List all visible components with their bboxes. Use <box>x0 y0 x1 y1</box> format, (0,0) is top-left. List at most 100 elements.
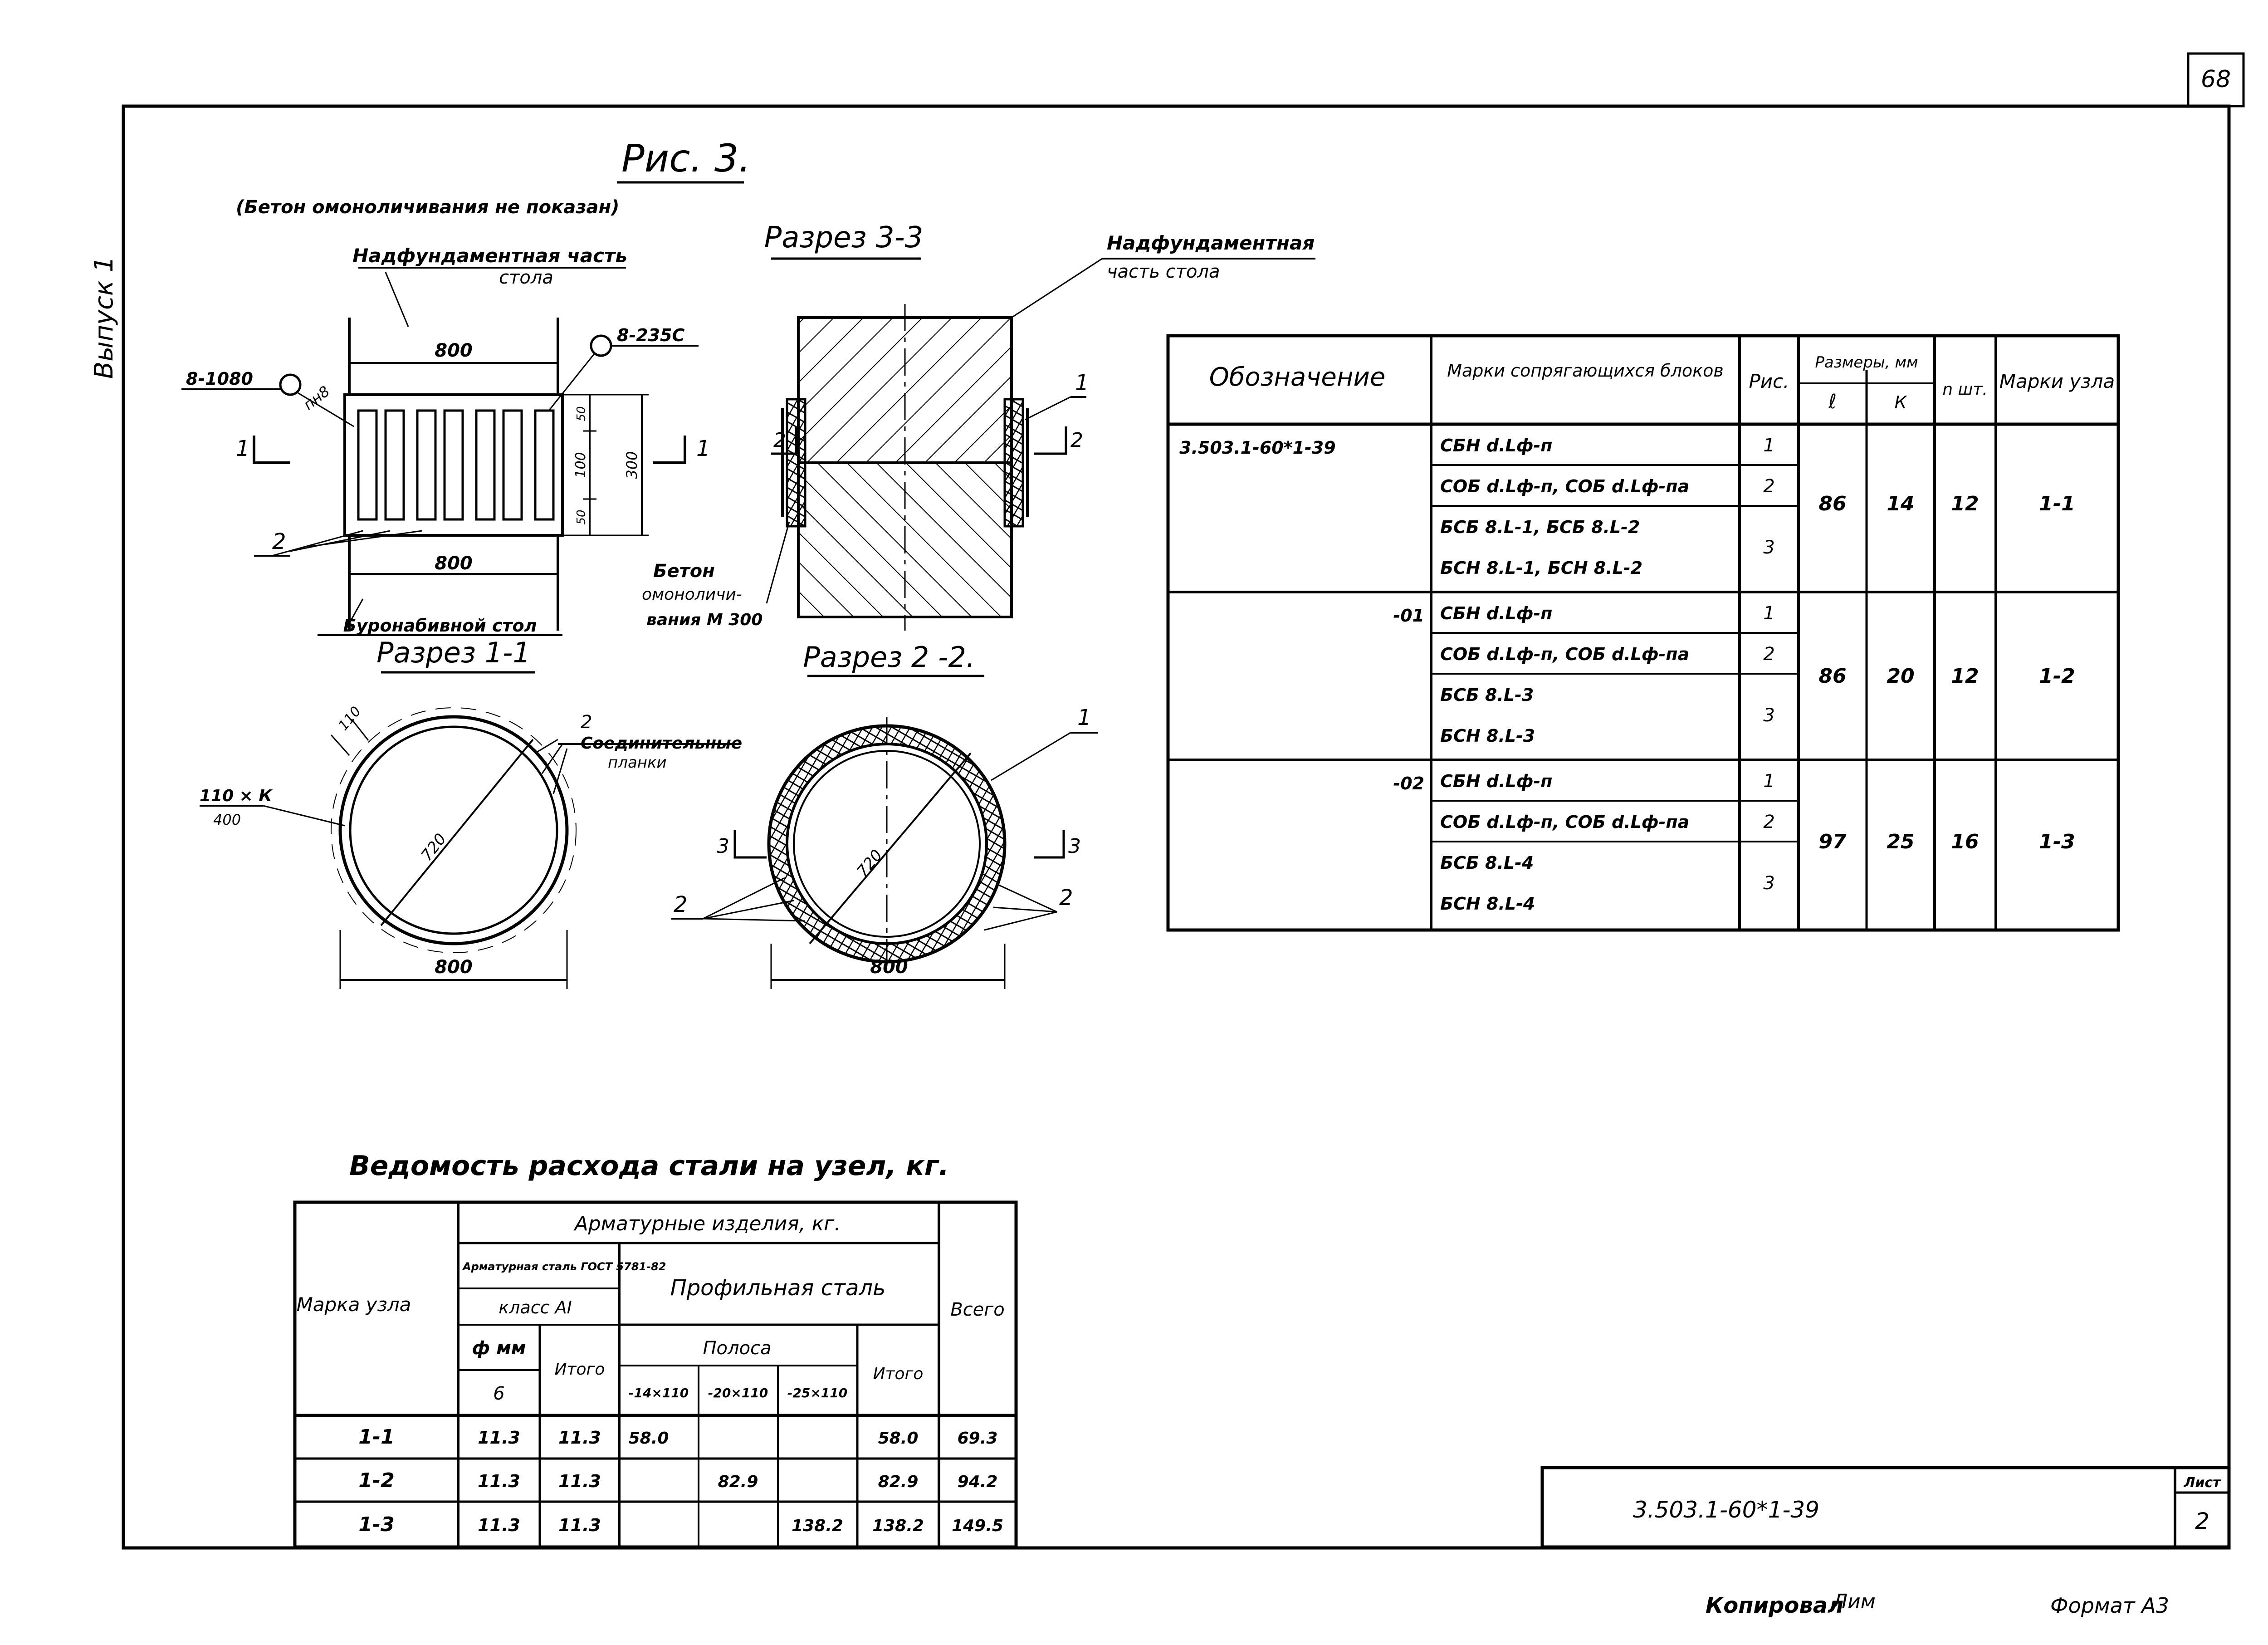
st-h-diam: ф мм <box>472 1338 526 1359</box>
section-11-outer-dim: 800 <box>435 957 473 978</box>
copied-by: Копировал <box>1706 1593 1843 1618</box>
st-r3-d6: 11.3 <box>478 1515 520 1535</box>
mt-g2-r2-fig: 2 <box>1763 644 1774 665</box>
mt-g1-node: 1-1 <box>2039 492 2075 515</box>
st-h-s2: -20×110 <box>708 1386 768 1400</box>
mt-g2-r3-mark: БСБ 8.L-3 <box>1440 685 1534 705</box>
mt-g1-r3-fig: 3 <box>1763 537 1774 558</box>
figure-title: Рис. 3. <box>621 136 751 181</box>
mt-h-fig: Рис. <box>1749 370 1789 392</box>
weld-right-label: 8-235С <box>617 325 685 345</box>
mt-g3-node: 1-3 <box>2039 830 2075 853</box>
mt-g3-r2-fig: 2 <box>1763 812 1774 832</box>
section-33-callout-top2: часть стола <box>1107 261 1220 282</box>
st-r1-t2: 58.0 <box>878 1429 919 1448</box>
mt-g1-r2-mark: СОБ d.Lф-п, СОБ d.Lф-па <box>1440 476 1689 496</box>
mt-g3-r2-mark: СОБ d.Lф-п, СОБ d.Lф-па <box>1440 812 1689 832</box>
mt-g2-designation: -01 <box>1393 606 1424 626</box>
dim-total: 300 <box>623 451 640 479</box>
st-r3-t1: 11.3 <box>558 1515 601 1535</box>
format-label: Формат А3 <box>2050 1593 2169 1618</box>
st-h-profile: Профильная сталь <box>670 1275 886 1301</box>
st-r1-node: 1-1 <box>358 1425 395 1449</box>
st-r1-d6: 11.3 <box>478 1428 520 1448</box>
mt-g1-designation: 3.503.1-60*1-39 <box>1179 438 1336 458</box>
mt-g3-r4-mark: БСН 8.L-4 <box>1440 894 1535 914</box>
st-h-class: класс АI <box>499 1297 572 1317</box>
section-11-title: Разрез 1-1 <box>376 636 531 669</box>
section-22-outer-dim: 800 <box>870 957 908 978</box>
mt-g3-n: 16 <box>1951 830 1979 853</box>
section-22-callout-2-left: 2 <box>674 892 688 917</box>
dim-mid: 100 <box>573 452 589 478</box>
mt-h-n: n шт. <box>1942 380 1988 399</box>
mt-h-designation: Обозначение <box>1209 362 1386 392</box>
st-h-s3: -25×110 <box>787 1386 848 1400</box>
section-33-concrete3: вания М 300 <box>646 611 763 629</box>
st-r1-t1: 11.3 <box>558 1428 601 1448</box>
st-h-total: Итого <box>555 1360 605 1379</box>
st-r1-all: 69.3 <box>958 1429 998 1448</box>
st-r3-t2: 138.2 <box>872 1517 924 1535</box>
page-number: 68 <box>2201 66 2231 93</box>
mt-g2-k: 20 <box>1887 665 1914 688</box>
elev-bottom-label: Буронабивной стол <box>343 616 537 636</box>
dim-top: 50 <box>575 406 588 421</box>
section-33-mark-left: 2 <box>773 429 786 452</box>
mt-h-l: ℓ <box>1828 390 1837 413</box>
elev-top-label: Надфундаментная часть <box>352 245 627 267</box>
st-h-all: Всего <box>950 1299 1005 1320</box>
section-22-title: Разрез 2 -2. <box>803 641 975 674</box>
mt-g1-l: 86 <box>1818 492 1846 515</box>
mt-h-node: Марки узла <box>1999 370 2115 392</box>
strip-label2: 400 <box>213 811 241 828</box>
st-r1-s1: 58.0 <box>629 1429 669 1448</box>
mt-g3-r3-mark: БСБ 8.L-4 <box>1440 853 1534 873</box>
elev-top-width: 800 <box>435 340 473 361</box>
title-block-sheet-label: Лист <box>2183 1475 2221 1491</box>
st-r2-s2: 82.9 <box>718 1473 758 1491</box>
section-22-mark-left: 3 <box>717 835 729 858</box>
section-22-callout-2-right: 2 <box>1059 885 1073 911</box>
steel-table-title: Ведомость расхода стали на узел, кг. <box>349 1150 949 1182</box>
strip-label: 110 × К <box>200 787 273 805</box>
section-22-view <box>671 717 1098 989</box>
mt-g3-k: 25 <box>1887 830 1914 853</box>
st-r2-t2: 82.9 <box>878 1473 919 1491</box>
mt-g1-r1-mark: СБН d.Lф-п <box>1440 436 1552 455</box>
mt-g1-r2-fig: 2 <box>1763 476 1774 497</box>
mt-h-marks: Марки сопрягающихся блоков <box>1447 361 1724 381</box>
st-h-strip: Полоса <box>703 1338 771 1359</box>
mt-g1-r3-mark: БСБ 8.L-1, БСБ 8.L-2 <box>1440 517 1640 537</box>
plank-label: 2 <box>581 712 592 733</box>
st-r2-d6: 11.3 <box>478 1471 520 1491</box>
elev-callout-2: 2 <box>272 529 286 554</box>
st-r3-node: 1-3 <box>358 1513 395 1536</box>
main-table <box>1166 334 2120 932</box>
mt-g1-r1-fig: 1 <box>1763 435 1774 456</box>
mt-g3-l: 97 <box>1818 830 1847 853</box>
mt-g2-r3-fig: 3 <box>1763 705 1774 726</box>
plank-label2: Соединительные <box>581 734 742 753</box>
mt-g2-r1-fig: 1 <box>1763 603 1774 624</box>
section-11-view <box>200 707 735 989</box>
section-22-callout-1: 1 <box>1077 705 1091 730</box>
st-r3-s3: 138.2 <box>792 1517 843 1535</box>
section-33-callout-1: 1 <box>1075 370 1089 396</box>
st-h-total2: Итого <box>873 1365 924 1383</box>
title-block-code: 3.503.1-60*1-39 <box>1633 1497 1819 1523</box>
st-r2-all: 94.2 <box>958 1473 998 1491</box>
section-33-mark-right: 2 <box>1070 429 1083 452</box>
mt-g1-r4-mark: БСН 8.L-1, БСН 8.L-2 <box>1440 558 1642 578</box>
mt-g1-k: 14 <box>1887 492 1914 515</box>
mt-g2-node: 1-2 <box>2039 665 2075 688</box>
st-r2-node: 1-2 <box>358 1469 395 1492</box>
mt-g2-r4-mark: БСН 8.L-3 <box>1440 726 1535 746</box>
mt-h-sizes: Размеры, мм <box>1815 353 1918 372</box>
elev-section-mark-left: 1 <box>236 436 250 461</box>
section-33-callout-top: Надфундаментная <box>1107 232 1315 254</box>
section-11-diameter: 720 <box>418 830 450 865</box>
weld-note: пн8 <box>300 382 333 413</box>
mt-g2-l: 86 <box>1818 665 1846 688</box>
